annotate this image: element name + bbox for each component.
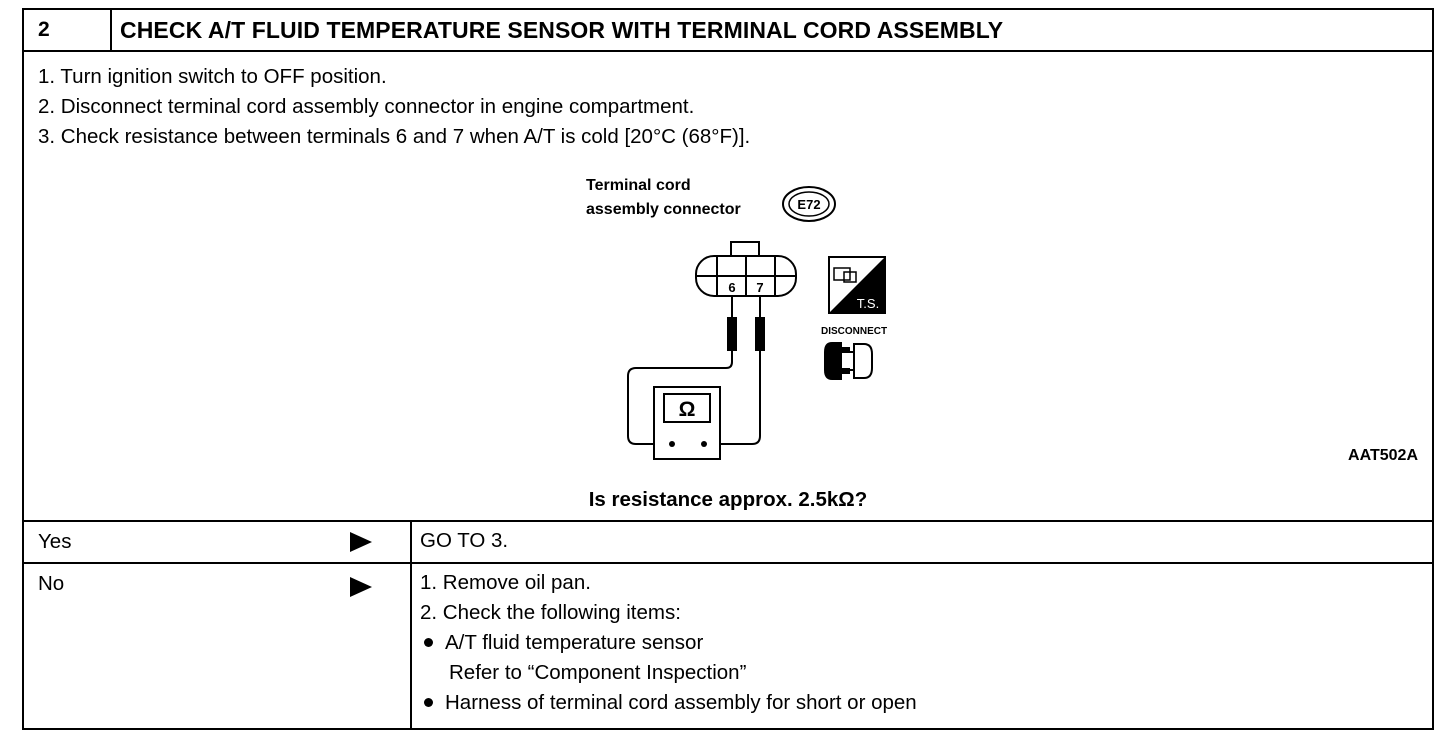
test-equipment-icon: T.S. [828, 256, 886, 314]
ts-label: T.S. [857, 296, 879, 311]
probe-lead-left [627, 296, 737, 445]
answer-row-yes: Yes GO TO 3. [24, 520, 1432, 564]
connector-id-badge: E72 [782, 186, 836, 222]
bullet-icon [424, 637, 433, 647]
answer-no-label: No [38, 572, 65, 595]
answer-no-result: 1. Remove oil pan. 2. Check the followin… [420, 568, 917, 718]
check-item-text: Harness of terminal cord assembly for sh… [445, 691, 917, 714]
check-item-note: Refer to “Component Inspection” [449, 661, 747, 684]
answer-no-step: 1. Remove oil pan. [420, 571, 591, 594]
answer-row-no: No 1. Remove oil pan. 2. Check the follo… [24, 564, 1432, 730]
figure-reference-code: AAT502A [1348, 447, 1418, 464]
bullet-icon [424, 697, 433, 707]
arrow-right-icon [350, 532, 372, 552]
connector-label-line1: Terminal cord [586, 177, 691, 194]
instruction-item: 2. Disconnect terminal cord assembly con… [38, 95, 695, 118]
disconnect-label: DISCONNECT [821, 326, 887, 337]
connector-body [695, 241, 797, 297]
answer-no-step: 2. Check the following items: [420, 601, 681, 624]
instruction-item: 1. Turn ignition switch to OFF position. [38, 65, 387, 88]
step-title: CHECK A/T FLUID TEMPERATURE SENSOR WITH … [120, 17, 1004, 43]
ohmmeter: Ω [653, 386, 721, 460]
connector-diagram: Terminal cord assembly connector E72 6 7 [586, 177, 887, 460]
check-item-text: A/T fluid temperature sensor [445, 631, 704, 654]
instruction-list: 1. Turn ignition switch to OFF position.… [38, 62, 750, 152]
answer-yes-label: Yes [38, 530, 72, 553]
answer-yes-result: GO TO 3. [420, 529, 509, 552]
probe-lead-right [708, 296, 765, 445]
check-question: Is resistance approx. 2.5kΩ? [588, 488, 868, 511]
check-item: Harness of terminal cord assembly for sh… [420, 688, 917, 718]
instruction-item: 3. Check resistance between terminals 6 … [38, 125, 751, 148]
column-divider [410, 520, 412, 730]
step-number: 2 [24, 10, 112, 50]
ohm-symbol: Ω [679, 398, 696, 421]
procedure-table: 2 CHECK A/T FLUID TEMPERATURE SENSOR WIT… [22, 8, 1434, 730]
step-header: 2 CHECK A/T FLUID TEMPERATURE SENSOR WIT… [24, 10, 1432, 52]
disconnect-icon [824, 342, 873, 380]
arrow-right-icon [350, 577, 372, 597]
connector-label-line2: assembly connector [586, 201, 741, 218]
connector-id: E72 [797, 197, 820, 212]
check-item: A/T fluid temperature sensor [420, 628, 917, 658]
terminal-7-label: 7 [756, 280, 763, 295]
terminal-6-label: 6 [728, 280, 735, 295]
